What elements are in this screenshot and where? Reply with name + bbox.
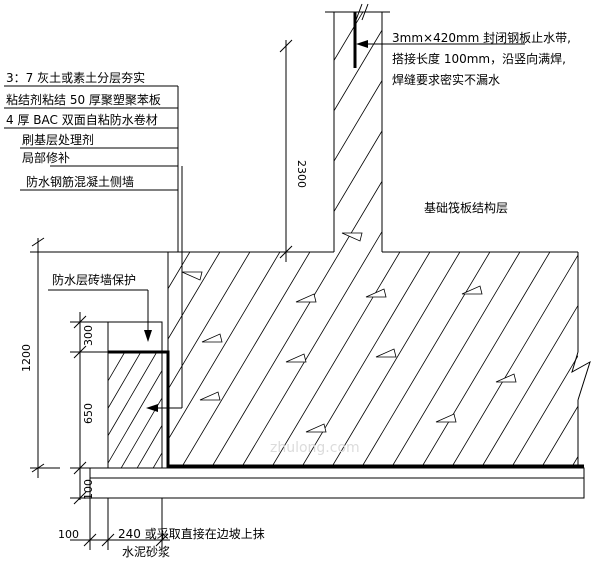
hatch-line	[108, 352, 142, 410]
hatch-line	[108, 352, 126, 382]
aggregate-symbols	[181, 232, 517, 433]
label-raft: 基础筏板结构层	[424, 200, 508, 215]
hatch-line	[329, 12, 578, 468]
label-layer2: 粘结剂粘结 50 厚聚塑聚苯板	[6, 92, 161, 107]
hatch-line	[299, 12, 578, 468]
hatch-line	[168, 350, 238, 470]
dim-100-left: 100	[82, 479, 95, 500]
label-waterstop-3: 焊缝要求密实不漏水	[392, 72, 500, 87]
layer-leaders	[4, 85, 179, 252]
hatch-line	[569, 12, 578, 468]
concrete-outline	[167, 3, 591, 468]
hatch-line	[449, 12, 578, 468]
dimension-2300	[279, 39, 293, 262]
left-dimension-chain	[30, 237, 168, 505]
hatch-line	[509, 12, 578, 468]
brick-leader	[48, 289, 152, 342]
label-layer1: 3：7 灰土或素土分层夯实	[6, 70, 145, 85]
hatch-line	[136, 424, 162, 468]
brick-hatch	[108, 350, 238, 470]
cushion-layer	[89, 467, 585, 499]
hatch-line	[359, 12, 578, 468]
watermark: zhulong.com	[270, 440, 360, 456]
label-bottom-note-2: 水泥砂浆	[122, 544, 170, 559]
hatch-line	[419, 12, 578, 468]
label-waterstop-1: 3mm×420mm 封闭钢板止水带,	[392, 31, 571, 45]
dim-1200: 1200	[20, 344, 33, 372]
hatch-line	[479, 12, 578, 468]
hatch-line	[168, 12, 431, 468]
bottom-dimension-chain	[70, 498, 170, 550]
dim-100-bottom: 100	[58, 528, 79, 541]
hatch-line	[539, 12, 578, 468]
label-layer5: 局部修补	[22, 150, 70, 165]
label-layer4: 刷基层处理剂	[22, 132, 94, 147]
hatch-line	[108, 352, 158, 437]
label-waterstop-2: 搭接长度 100mm，沿竖向满焊,	[392, 51, 566, 66]
label-layer6: 防水钢筋混凝土侧墙	[26, 174, 134, 189]
dim-2300: 2300	[295, 160, 308, 188]
label-layer3: 4 厚 BAC 双面自粘防水卷材	[6, 112, 158, 127]
hatch-line	[108, 369, 162, 464]
label-bottom-note-1: 240 或采取直接在边坡上抹	[118, 526, 265, 541]
hatch-line	[108, 352, 110, 355]
dim-650: 650	[82, 403, 95, 424]
hatch-line	[269, 12, 551, 468]
hatch-line	[239, 12, 521, 468]
hatch-line	[389, 12, 578, 468]
dim-300: 300	[82, 325, 95, 346]
waterstop-leader	[356, 40, 525, 48]
label-brick-wall: 防水层砖墙保护	[52, 272, 136, 287]
hatch-line	[179, 12, 461, 468]
repair-leader	[146, 166, 183, 412]
